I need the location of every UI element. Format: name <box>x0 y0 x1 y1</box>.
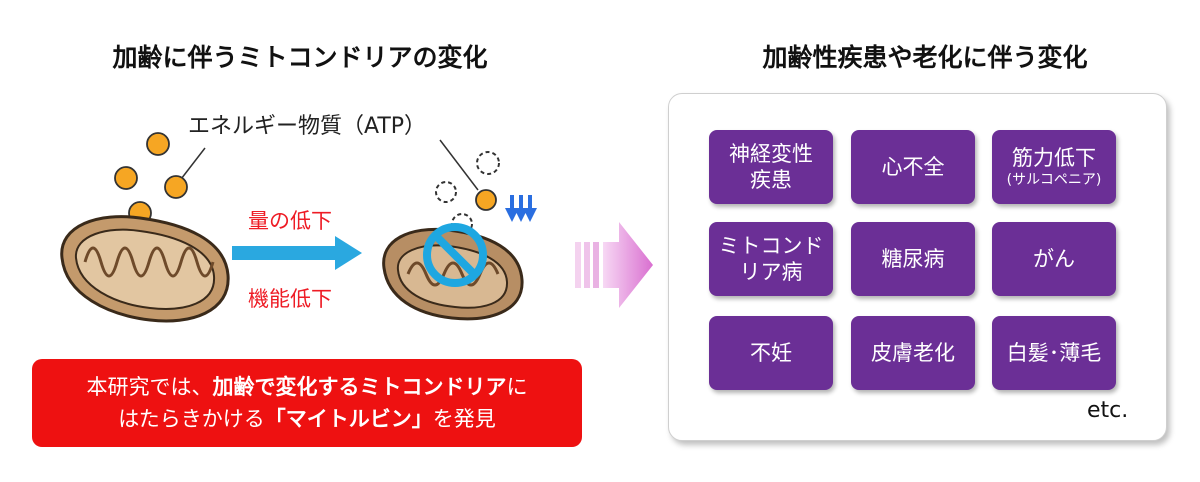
disease-sublabel: (サルコペニア) <box>1006 172 1102 188</box>
disease-label: がん <box>1033 247 1075 271</box>
disease-label: 神経変性疾患 <box>729 142 813 192</box>
disease-box-diabetes: 糖尿病 <box>851 222 975 296</box>
summary-line2-prefix: はたらきかける <box>118 407 265 431</box>
atp-molecules-left <box>114 132 188 225</box>
decrease-arrows-icon <box>505 195 537 222</box>
atp-label: エネルギー物質（ATP） <box>188 114 427 139</box>
disease-label: 白髪･薄毛 <box>1006 341 1102 365</box>
right-heading: 加齢性疾患や老化に伴う変化 <box>762 43 1088 72</box>
etc-label: etc. <box>1087 398 1129 423</box>
disease-box-sarcopenia: 筋力低下 (サルコペニア) <box>992 130 1116 204</box>
summary-box: 本研究では、加齢で変化するミトコンドリアに はたらきかける「マイトルビン」を発見 <box>32 359 582 447</box>
atp-molecule <box>114 166 138 190</box>
disease-box-skin-aging: 皮膚老化 <box>851 316 975 390</box>
disease-box-neurodegeneration: 神経変性疾患 <box>709 130 833 204</box>
decreased-function-label: 機能低下 <box>248 287 332 311</box>
atp-molecule <box>475 189 497 211</box>
summary-line1-prefix: 本研究では、 <box>86 375 213 399</box>
summary-line-2: はたらきかける「マイトルビン」を発見 <box>32 403 582 435</box>
lost-atp-molecule <box>435 181 457 203</box>
decreased-amount-label: 量の低下 <box>248 209 332 233</box>
summary-line-1: 本研究では、加齢で変化するミトコンドリアに <box>32 371 582 403</box>
disease-label: 不妊 <box>750 341 792 365</box>
prohibit-icon <box>423 223 487 287</box>
big-right-arrow-icon <box>575 222 653 308</box>
left-heading: 加齢に伴うミトコンドリアの変化 <box>112 43 488 72</box>
summary-line2-bold: 「マイトルビン」 <box>264 407 433 431</box>
disease-box-mitochondrial-disease: ミトコンドリア病 <box>709 222 833 296</box>
atp-pointer-line-right <box>439 139 479 191</box>
disease-box-cancer: がん <box>992 222 1116 296</box>
disease-label: 心不全 <box>881 155 945 179</box>
disease-box-gray-hair-hair-loss: 白髪･薄毛 <box>992 316 1116 390</box>
lost-atp-molecule <box>476 151 500 175</box>
mitochondria-illustration <box>60 132 537 323</box>
disease-label: 糖尿病 <box>881 247 945 271</box>
disease-label: 皮膚老化 <box>871 341 955 365</box>
damaged-mitochondrion-icon <box>382 227 524 321</box>
disease-label: ミトコンドリア病 <box>718 234 824 284</box>
summary-line1-bold: 加齢で変化するミトコンドリア <box>212 375 507 399</box>
disease-box-heart-failure: 心不全 <box>851 130 975 204</box>
disease-label: 筋力低下 <box>1012 146 1096 170</box>
decline-arrow <box>232 236 362 270</box>
summary-line1-suffix: に <box>506 375 528 399</box>
disease-box-infertility: 不妊 <box>709 316 833 390</box>
summary-line2-suffix: を発見 <box>432 407 496 431</box>
atp-molecule <box>146 132 170 156</box>
atp-molecule <box>164 175 188 199</box>
healthy-mitochondrion-icon <box>60 215 230 323</box>
